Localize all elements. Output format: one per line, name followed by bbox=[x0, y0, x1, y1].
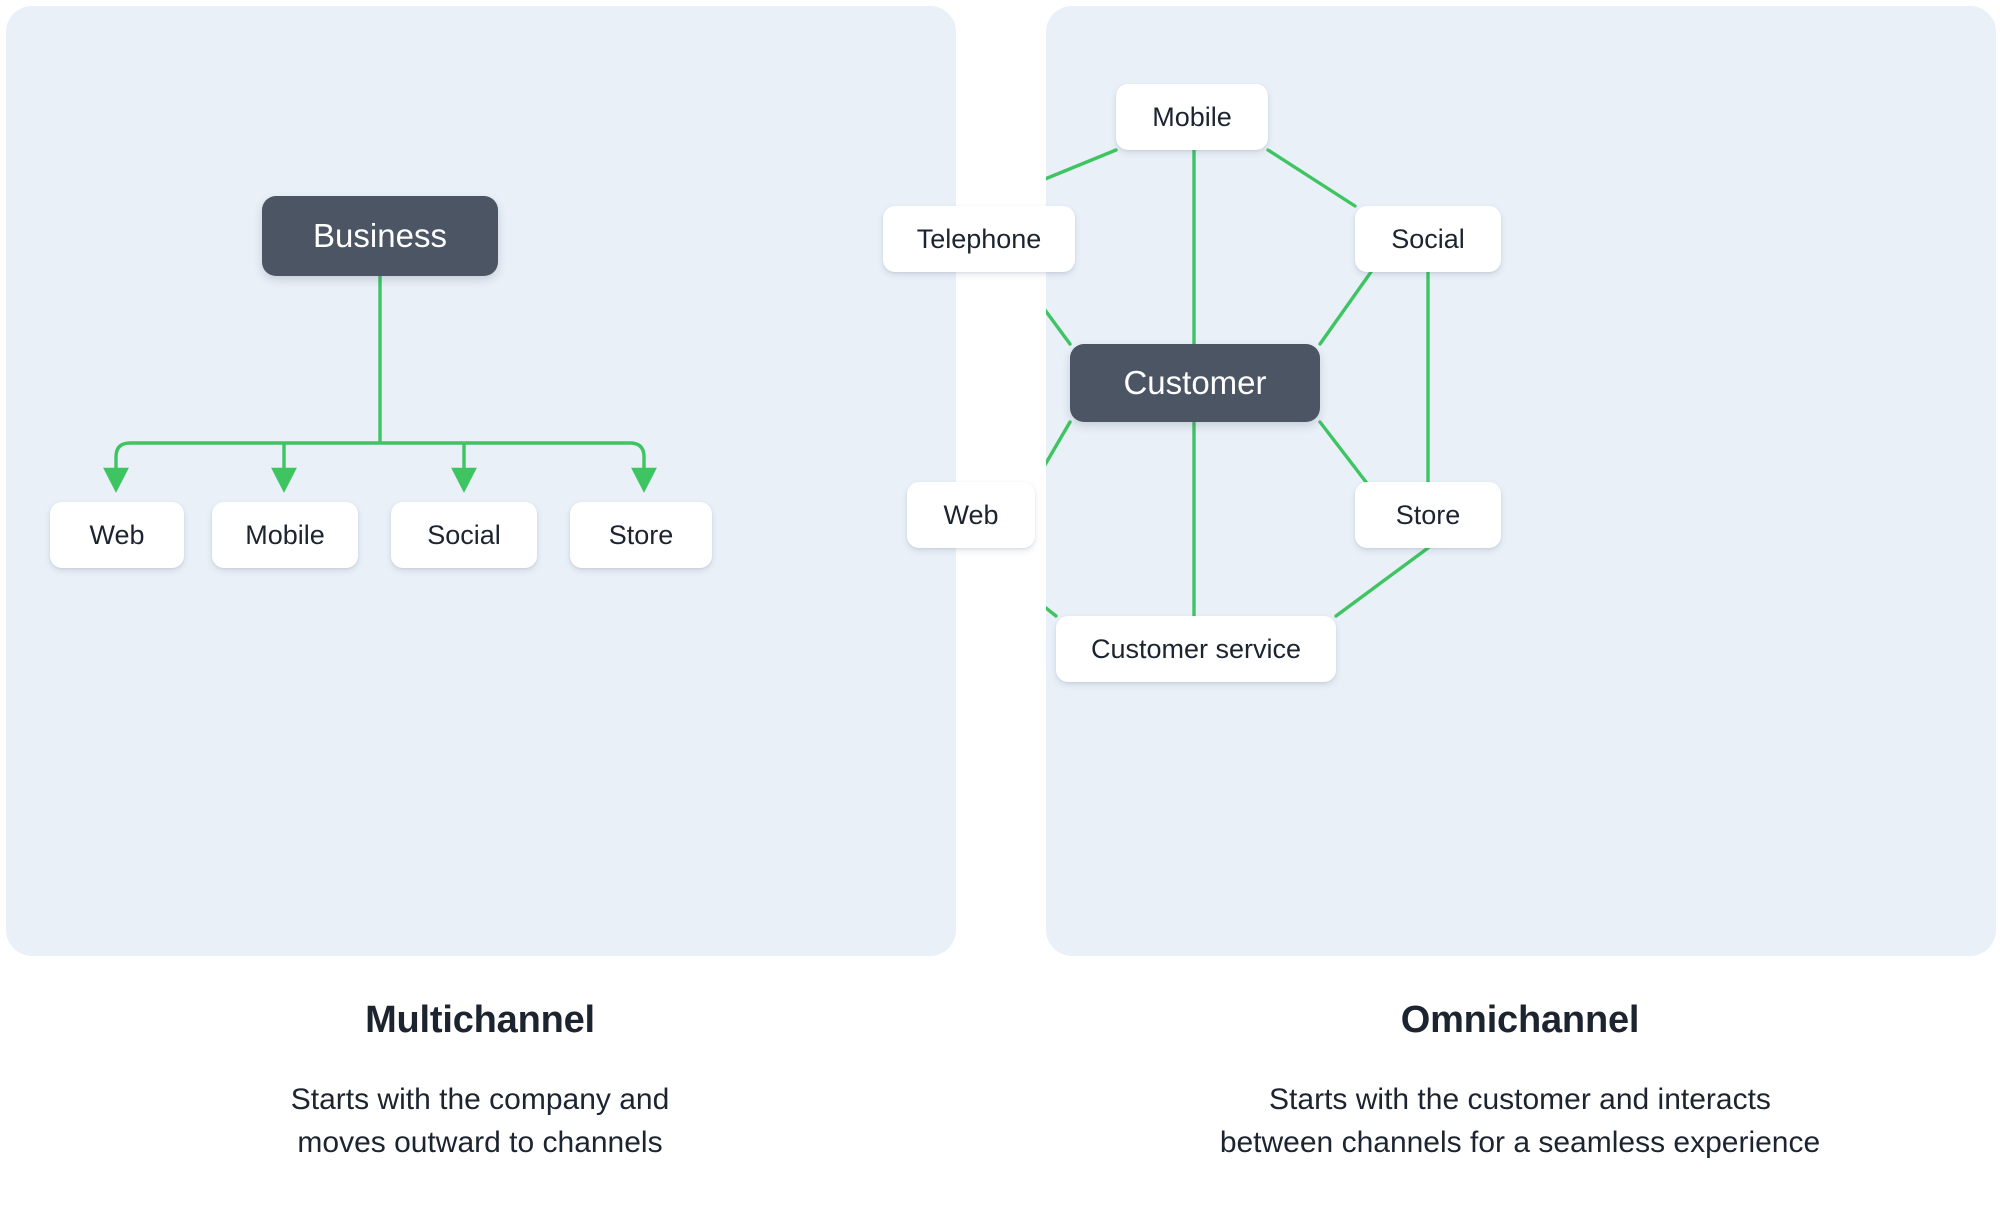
multichannel-caption: Multichannel Starts with the company and… bbox=[0, 999, 960, 1165]
node-multichannel-mobile[interactable]: Mobile bbox=[212, 502, 358, 568]
node-omnichannel-telephone-label: Telephone bbox=[916, 223, 1042, 254]
edge-bus-left-elbow bbox=[114, 441, 131, 461]
omnichannel-description: Starts with the customer and interacts b… bbox=[1120, 1078, 1920, 1165]
node-multichannel-store[interactable]: Store bbox=[570, 502, 712, 568]
edge-store-customerservice bbox=[1334, 546, 1430, 618]
node-omnichannel-store[interactable]: Store bbox=[1355, 482, 1501, 548]
node-omnichannel-telephone[interactable]: Telephone bbox=[883, 206, 1075, 272]
multichannel-description-line2: moves outward to channels bbox=[297, 1126, 663, 1160]
edge-customer-web bbox=[1046, 420, 1072, 467]
edge-mobile-social bbox=[1266, 148, 1357, 208]
node-omnichannel-web[interactable]: Web bbox=[907, 482, 1035, 548]
multichannel-panel: Business Web Mobile Social Store bbox=[6, 6, 956, 956]
omnichannel-panel: Mobile Telephone Social Customer Web Sto… bbox=[883, 6, 1996, 956]
node-business-label: Business bbox=[313, 217, 447, 254]
node-omnichannel-customer-service-label: Customer service bbox=[1090, 633, 1302, 664]
edge-customer-telephone bbox=[1046, 308, 1072, 346]
node-omnichannel-store-label: Store bbox=[1395, 499, 1461, 530]
node-omnichannel-customer-service[interactable]: Customer service bbox=[1056, 616, 1336, 682]
node-omnichannel-social[interactable]: Social bbox=[1355, 206, 1501, 272]
multichannel-connectors bbox=[103, 276, 657, 493]
node-multichannel-web-label: Web bbox=[89, 519, 145, 550]
node-omnichannel-mobile-label: Mobile bbox=[1152, 101, 1232, 132]
node-multichannel-social-label: Social bbox=[427, 519, 501, 550]
multichannel-description: Starts with the company and moves outwar… bbox=[80, 1078, 880, 1165]
node-customer[interactable]: Customer bbox=[1070, 344, 1320, 422]
edge-web-customerservice bbox=[1046, 605, 1058, 618]
node-omnichannel-social-label: Social bbox=[1391, 223, 1465, 254]
omnichannel-description-line1: Starts with the customer and interacts bbox=[1269, 1082, 1771, 1116]
node-omnichannel-web-label: Web bbox=[943, 499, 999, 530]
node-multichannel-store-label: Store bbox=[608, 519, 674, 550]
node-omnichannel-mobile[interactable]: Mobile bbox=[1116, 84, 1268, 150]
omnichannel-caption: Omnichannel Starts with the customer and… bbox=[1040, 999, 2000, 1165]
multichannel-title: Multichannel bbox=[365, 999, 595, 1041]
node-customer-label: Customer bbox=[1123, 364, 1267, 401]
omnichannel-description-line2: between channels for a seamless experien… bbox=[1219, 1126, 1821, 1160]
edge-customer-store bbox=[1318, 420, 1368, 484]
multichannel-description-line1: Starts with the company and bbox=[290, 1082, 670, 1116]
omnichannel-title: Omnichannel bbox=[1400, 999, 1640, 1041]
edge-customer-social bbox=[1318, 270, 1373, 346]
node-multichannel-mobile-label: Mobile bbox=[245, 519, 325, 550]
node-multichannel-social[interactable]: Social bbox=[391, 502, 537, 568]
node-business[interactable]: Business bbox=[262, 196, 498, 276]
edge-mobile-telephone bbox=[1046, 148, 1118, 181]
edge-bus-right-elbow bbox=[629, 441, 646, 461]
node-multichannel-web[interactable]: Web bbox=[50, 502, 184, 568]
